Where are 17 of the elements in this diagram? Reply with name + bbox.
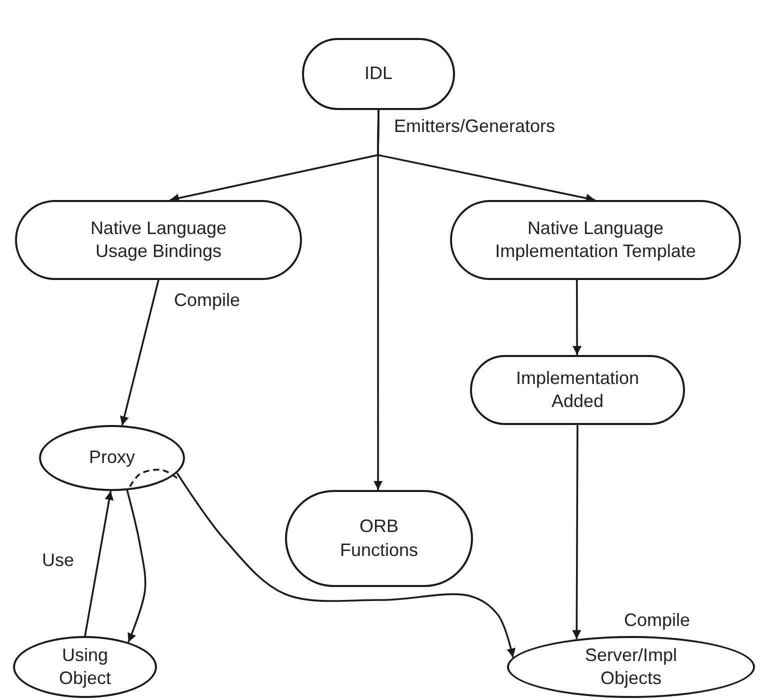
node-label: Native Language Implementation Template [494, 216, 697, 263]
node-label: Implementation Added [514, 366, 640, 413]
node-label: ORB Functions [338, 515, 420, 562]
arrow [572, 425, 582, 640]
node-label: Using Object [58, 644, 112, 690]
arrow [84, 490, 114, 636]
arrow [377, 110, 596, 203]
arrow [120, 280, 160, 426]
node-label: IDL [364, 62, 392, 86]
edge-label: Compile [622, 610, 692, 631]
arrow [176, 472, 516, 658]
arrow [572, 280, 582, 355]
node-label: Proxy [88, 446, 135, 470]
edge-label: Compile [172, 290, 242, 311]
node-label: Server/Impl Objects [584, 644, 678, 690]
node-label: Native Language Usage Bindings [89, 216, 228, 263]
arrow [126, 490, 146, 643]
